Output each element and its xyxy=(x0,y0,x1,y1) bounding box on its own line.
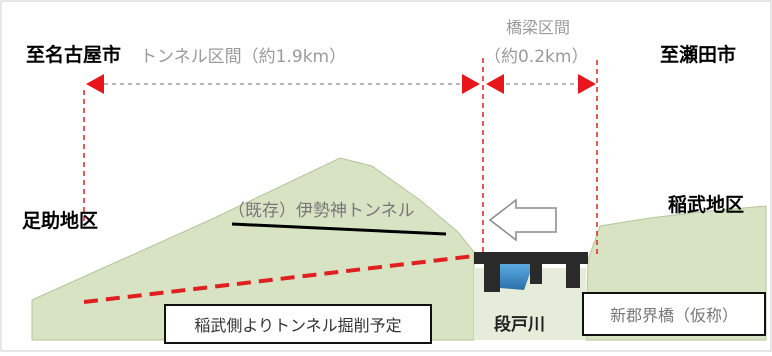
river-label: 段戸川 xyxy=(494,315,545,335)
excavation-plan-box: 稲武側よりトンネル掘削予定 xyxy=(164,304,432,344)
left-district-label: 足助地区 xyxy=(22,210,99,232)
to-kasugai-label: 至瀬田市 xyxy=(660,44,737,66)
excavation-plan-text: 稲武側よりトンネル掘削予定 xyxy=(194,316,402,335)
direction-arrow xyxy=(488,198,557,242)
existing-tunnel-line xyxy=(231,222,447,236)
bridge-name-box: 新郡界橋（仮称） xyxy=(582,292,766,336)
arrow-right-tunnel xyxy=(462,74,480,94)
bridge-structure xyxy=(474,252,588,292)
arrow-right-bridge xyxy=(578,74,596,94)
bridge-section-label-line1: 橋梁区間 xyxy=(506,18,571,37)
section-markers xyxy=(83,58,598,255)
river xyxy=(494,262,534,290)
arrow-left-tunnel xyxy=(86,74,104,94)
bridge-name-text: 新郡界橋（仮称） xyxy=(609,306,738,325)
tunnel-section-label: トンネル区間（約1.9km） xyxy=(140,47,347,67)
span-arrowheads xyxy=(86,74,596,94)
right-district-label: 稲武地区 xyxy=(668,194,745,216)
existing-tunnel-label: （既存）伊勢神トンネル xyxy=(228,201,415,221)
arrow-left-bridge xyxy=(486,74,504,94)
to-nagoya-label: 至名古屋市 xyxy=(26,44,122,66)
bridge-section-label-line2: （約0.2km） xyxy=(484,47,589,67)
